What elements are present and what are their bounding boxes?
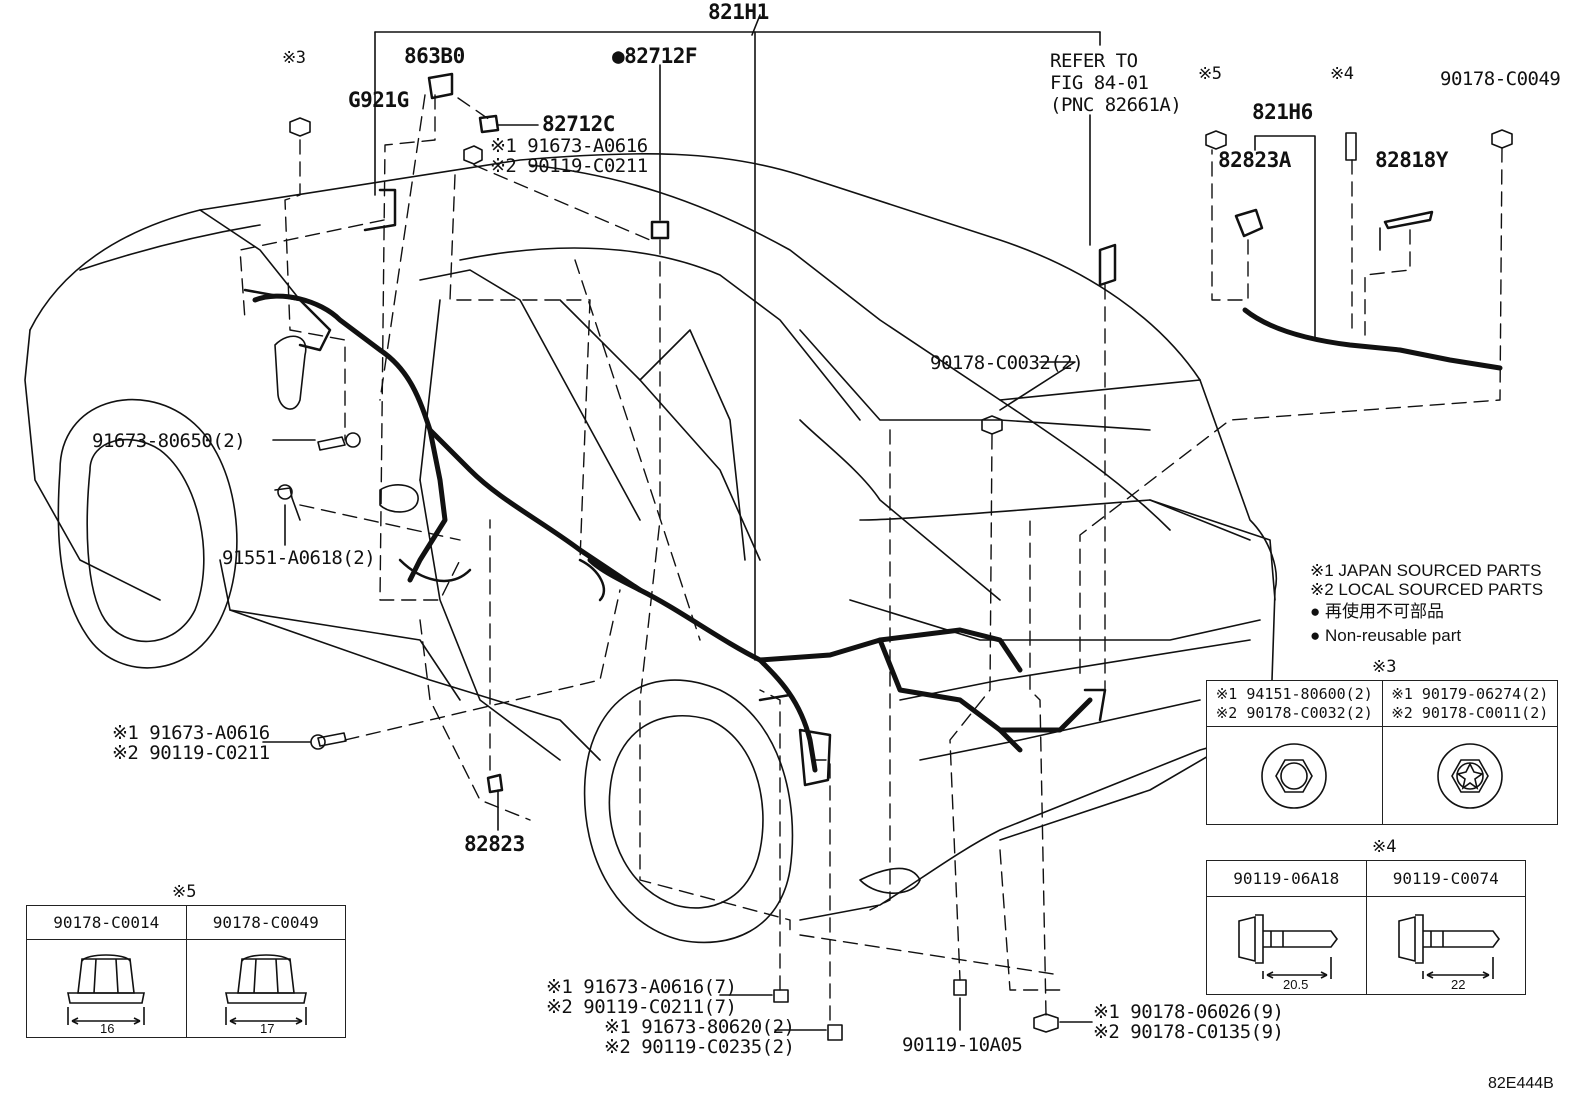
callout-mark-4: ※4: [1330, 64, 1354, 84]
harness-detail: [243, 72, 1434, 794]
nut-width-left: 16: [100, 1021, 114, 1033]
callout-91673-80650: 91673-80650(2): [92, 430, 246, 452]
box4-table: 90119-06A18 90119-C0074 20.5: [1206, 860, 1526, 995]
callout-a2: ※2 90119-C0211: [490, 155, 648, 177]
box4-header-right: 90119-C0074: [1365, 860, 1526, 897]
box3-left-header: ※1 94151-80600(2)※2 90178-C0032(2): [1206, 680, 1383, 727]
callout-82712F: ●82712F: [612, 44, 698, 68]
callout-863B0: 863B0: [404, 44, 465, 68]
bolt-icon: 20.5: [1238, 913, 1339, 992]
callout-82818Y: 82818Y: [1375, 148, 1448, 172]
box4-bolt-left: 20.5: [1206, 896, 1367, 995]
box3-nut-tristar: [1381, 726, 1558, 825]
nut-width-right: 17: [260, 1021, 274, 1033]
box4-header-left: 90119-06A18: [1206, 860, 1367, 897]
diagram-code: 82E444B: [1488, 1075, 1554, 1092]
box3-title: ※3: [1372, 657, 1397, 677]
box5-nut-left: 16: [26, 939, 187, 1038]
flange-nut-icon: 17: [224, 953, 307, 1036]
callout-82823A: 82823A: [1218, 148, 1291, 172]
hex-nut-icon: [1261, 742, 1328, 809]
callout-b1: ※1 91673-A0616: [112, 722, 270, 744]
callout-mark-3: ※3: [282, 48, 306, 68]
callout-82712C: 82712C: [542, 112, 615, 136]
box5-title: ※5: [172, 882, 197, 902]
note-non-reusable-jp: ● 再使用不可部品: [1310, 602, 1444, 621]
callout-90119-10A05: 90119-10A05: [902, 1034, 1023, 1056]
callout-G921G: G921G: [348, 88, 409, 112]
note-local-sourced: ※2 LOCAL SOURCED PARTS: [1310, 580, 1544, 599]
callout-a1: ※1 91673-A0616: [490, 135, 648, 157]
fasteners: [274, 117, 1513, 1041]
callout-d2: ※2 90119-C0235(2): [604, 1036, 795, 1058]
callout-c2: ※2 90119-C0211(7): [546, 996, 737, 1018]
callout-b2: ※2 90119-C0211: [112, 742, 270, 764]
refer-line-3: (PNC 82661A): [1050, 94, 1182, 116]
tri-nut-icon: [1436, 742, 1503, 809]
box5-table: 90178-C0014 90178-C0049 16: [26, 905, 346, 1038]
callout-e1: ※1 90178-06026(9): [1093, 1001, 1284, 1023]
callout-d1: ※1 91673-80620(2): [604, 1016, 795, 1038]
box3-table: ※1 94151-80600(2)※2 90178-C0032(2) ※1 90…: [1206, 680, 1558, 825]
callout-e2: ※2 90178-C0135(9): [1093, 1021, 1284, 1043]
note-non-reusable-en: ● Non-reusable part: [1310, 626, 1462, 645]
box4-bolt-right: 22: [1365, 896, 1526, 995]
callout-90178-C0032: 90178-C0032(2): [930, 352, 1084, 374]
box4-title: ※4: [1372, 837, 1397, 857]
non-reusable-dot-icon: ●: [1310, 626, 1325, 645]
callout-82823: 82823: [464, 832, 525, 856]
bolt-length-left: 20.5: [1283, 977, 1308, 989]
callout-c1: ※1 91673-A0616(7): [546, 976, 737, 998]
callout-mark-5: ※5: [1198, 64, 1222, 84]
callout-lines: [262, 14, 1381, 1031]
wire-harness: [252, 293, 1503, 773]
box3-nut-plain: [1206, 726, 1383, 825]
bolt-length-right: 22: [1451, 977, 1465, 989]
flange-nut-icon: 16: [67, 953, 146, 1036]
box5-header-left: 90178-C0014: [26, 905, 187, 940]
callout-821H6: 821H6: [1252, 100, 1313, 124]
note-japan-sourced: ※1 JAPAN SOURCED PARTS: [1310, 561, 1542, 580]
box3-right-header: ※1 90179-06274(2)※2 90178-C0011(2): [1381, 680, 1558, 727]
vehicle-outline: [24, 152, 1277, 944]
bolt-icon: 22: [1397, 913, 1500, 992]
box5-nut-right: 17: [185, 939, 346, 1038]
callout-90178-C0049: 90178-C0049: [1440, 68, 1561, 90]
non-reusable-dot-icon: ●: [1310, 602, 1325, 621]
box5-header-right: 90178-C0049: [185, 905, 346, 940]
refer-line-1: REFER TO: [1050, 50, 1138, 72]
refer-line-2: FIG 84-01: [1050, 72, 1149, 94]
callout-91551-A0618: 91551-A0618(2): [222, 547, 376, 569]
callout-821H1: 821H1: [708, 0, 769, 24]
leader-lines: [239, 94, 1503, 1021]
